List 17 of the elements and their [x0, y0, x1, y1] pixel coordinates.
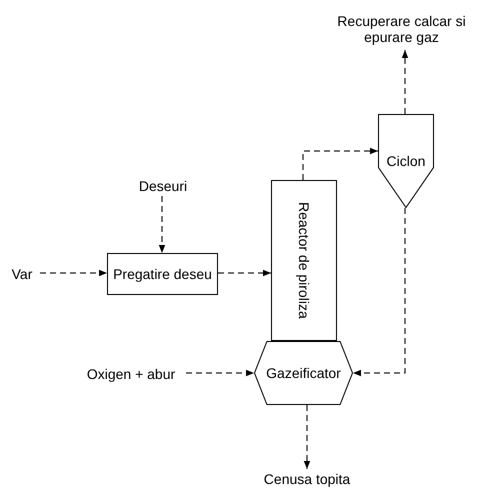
arrow — [302, 148, 378, 180]
arrow — [218, 270, 272, 276]
input-label: Var — [4, 264, 40, 284]
input-label: Deseuri — [132, 176, 194, 196]
arrow — [186, 370, 254, 376]
gasifier-hexagon: Gazeificator — [254, 341, 353, 405]
cyclone-vessel: Ciclon — [378, 114, 434, 208]
arrow — [158, 196, 166, 254]
arrow — [304, 404, 310, 470]
arrow — [402, 50, 408, 114]
input-label: Oxigen + abur — [76, 364, 186, 384]
arrow — [352, 208, 406, 376]
arrow — [40, 270, 108, 276]
output-label: Cenusa topita — [253, 469, 361, 488]
reactor-box: Reactor de piroliza — [271, 180, 337, 341]
process-box: Pregatire deseu — [107, 253, 218, 295]
output-label: Recuperare calcar si epurare gaz — [322, 8, 481, 50]
